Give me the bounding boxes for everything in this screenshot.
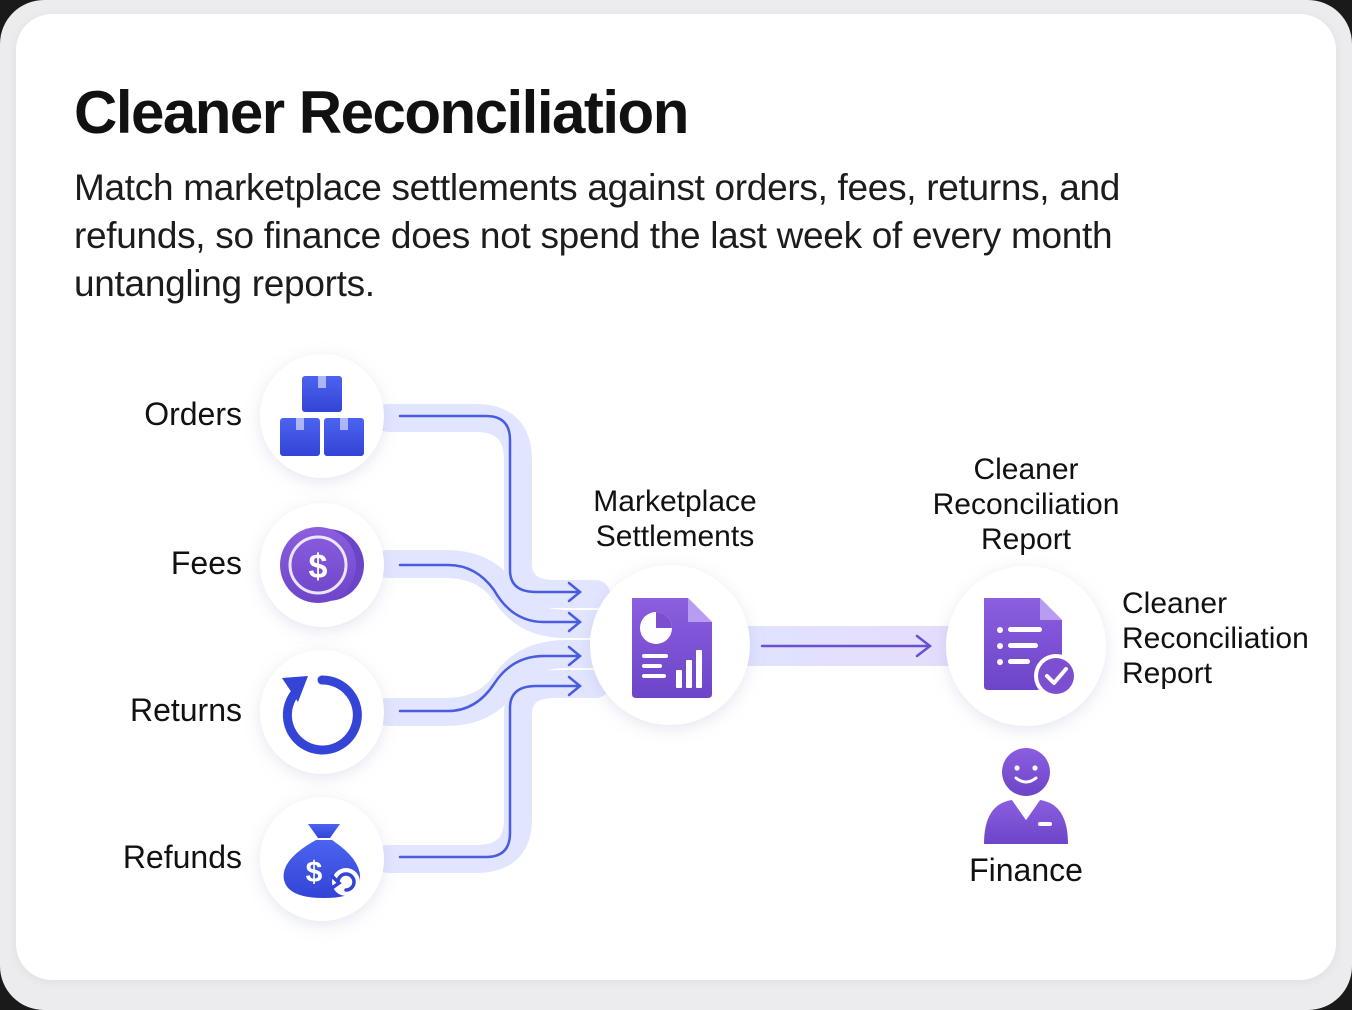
hub-node: [590, 565, 750, 725]
boxes-icon: [280, 376, 364, 456]
output-top-label: Cleaner Reconciliation Report: [916, 452, 1136, 557]
page-subtitle: Match marketplace settlements against or…: [74, 167, 1121, 304]
arrowhead-returns: [567, 645, 582, 667]
output-top-label-line1: Cleaner: [973, 453, 1079, 486]
input-label-returns: Returns: [129, 692, 242, 728]
slide-card: Cleaner Reconciliation Match marketplace…: [16, 14, 1336, 980]
dollar-coin-icon: $: [280, 527, 364, 603]
hub-label: Marketplace Settlements: [570, 484, 780, 554]
line-returns: [398, 654, 580, 713]
output-side-label: Cleaner Reconciliation Report: [1122, 586, 1309, 691]
input-node-returns: [260, 650, 384, 774]
svg-text:$: $: [306, 856, 323, 889]
input-node-refunds: $: [260, 797, 384, 921]
line-refunds: [398, 684, 580, 859]
finance-label: Finance: [969, 852, 1083, 888]
input-label-fees: Fees: [170, 545, 242, 581]
input-label-refunds: Refunds: [122, 839, 242, 875]
line-orders: [398, 414, 580, 594]
output-side-label-line3: Report: [1122, 657, 1213, 690]
flow-lines: [398, 414, 582, 859]
page-title: Cleaner Reconciliation: [74, 79, 689, 146]
reconciliation-diagram: $ $: [260, 354, 1106, 921]
output-side-label-line1: Cleaner: [1122, 587, 1228, 620]
hub-label-line1: Marketplace: [593, 485, 757, 518]
checked-document-icon: [984, 598, 1078, 698]
arrowhead-orders: [567, 581, 582, 603]
output-node: [946, 566, 1106, 726]
return-arrow-icon: [282, 675, 362, 755]
output-top-label-line3: Report: [980, 523, 1072, 556]
hub-label-line2: Settlements: [595, 520, 755, 553]
finance-person-icon: [984, 748, 1068, 844]
input-node-orders: [260, 354, 384, 478]
output-side-label-line2: Reconciliation: [1122, 622, 1309, 655]
flow-line-output: [760, 634, 933, 658]
svg-text:$: $: [309, 548, 328, 586]
arrowhead-fees: [567, 611, 582, 633]
input-node-fees: $: [260, 503, 384, 627]
line-fees: [398, 563, 580, 624]
arrowhead-refunds: [567, 675, 582, 697]
output-top-label-line2: Reconciliation: [932, 488, 1120, 521]
flow-bands: [374, 404, 610, 873]
input-label-orders: Orders: [144, 396, 242, 432]
report-chart-icon: [632, 598, 712, 698]
money-bag-refund-icon: $: [283, 824, 361, 898]
